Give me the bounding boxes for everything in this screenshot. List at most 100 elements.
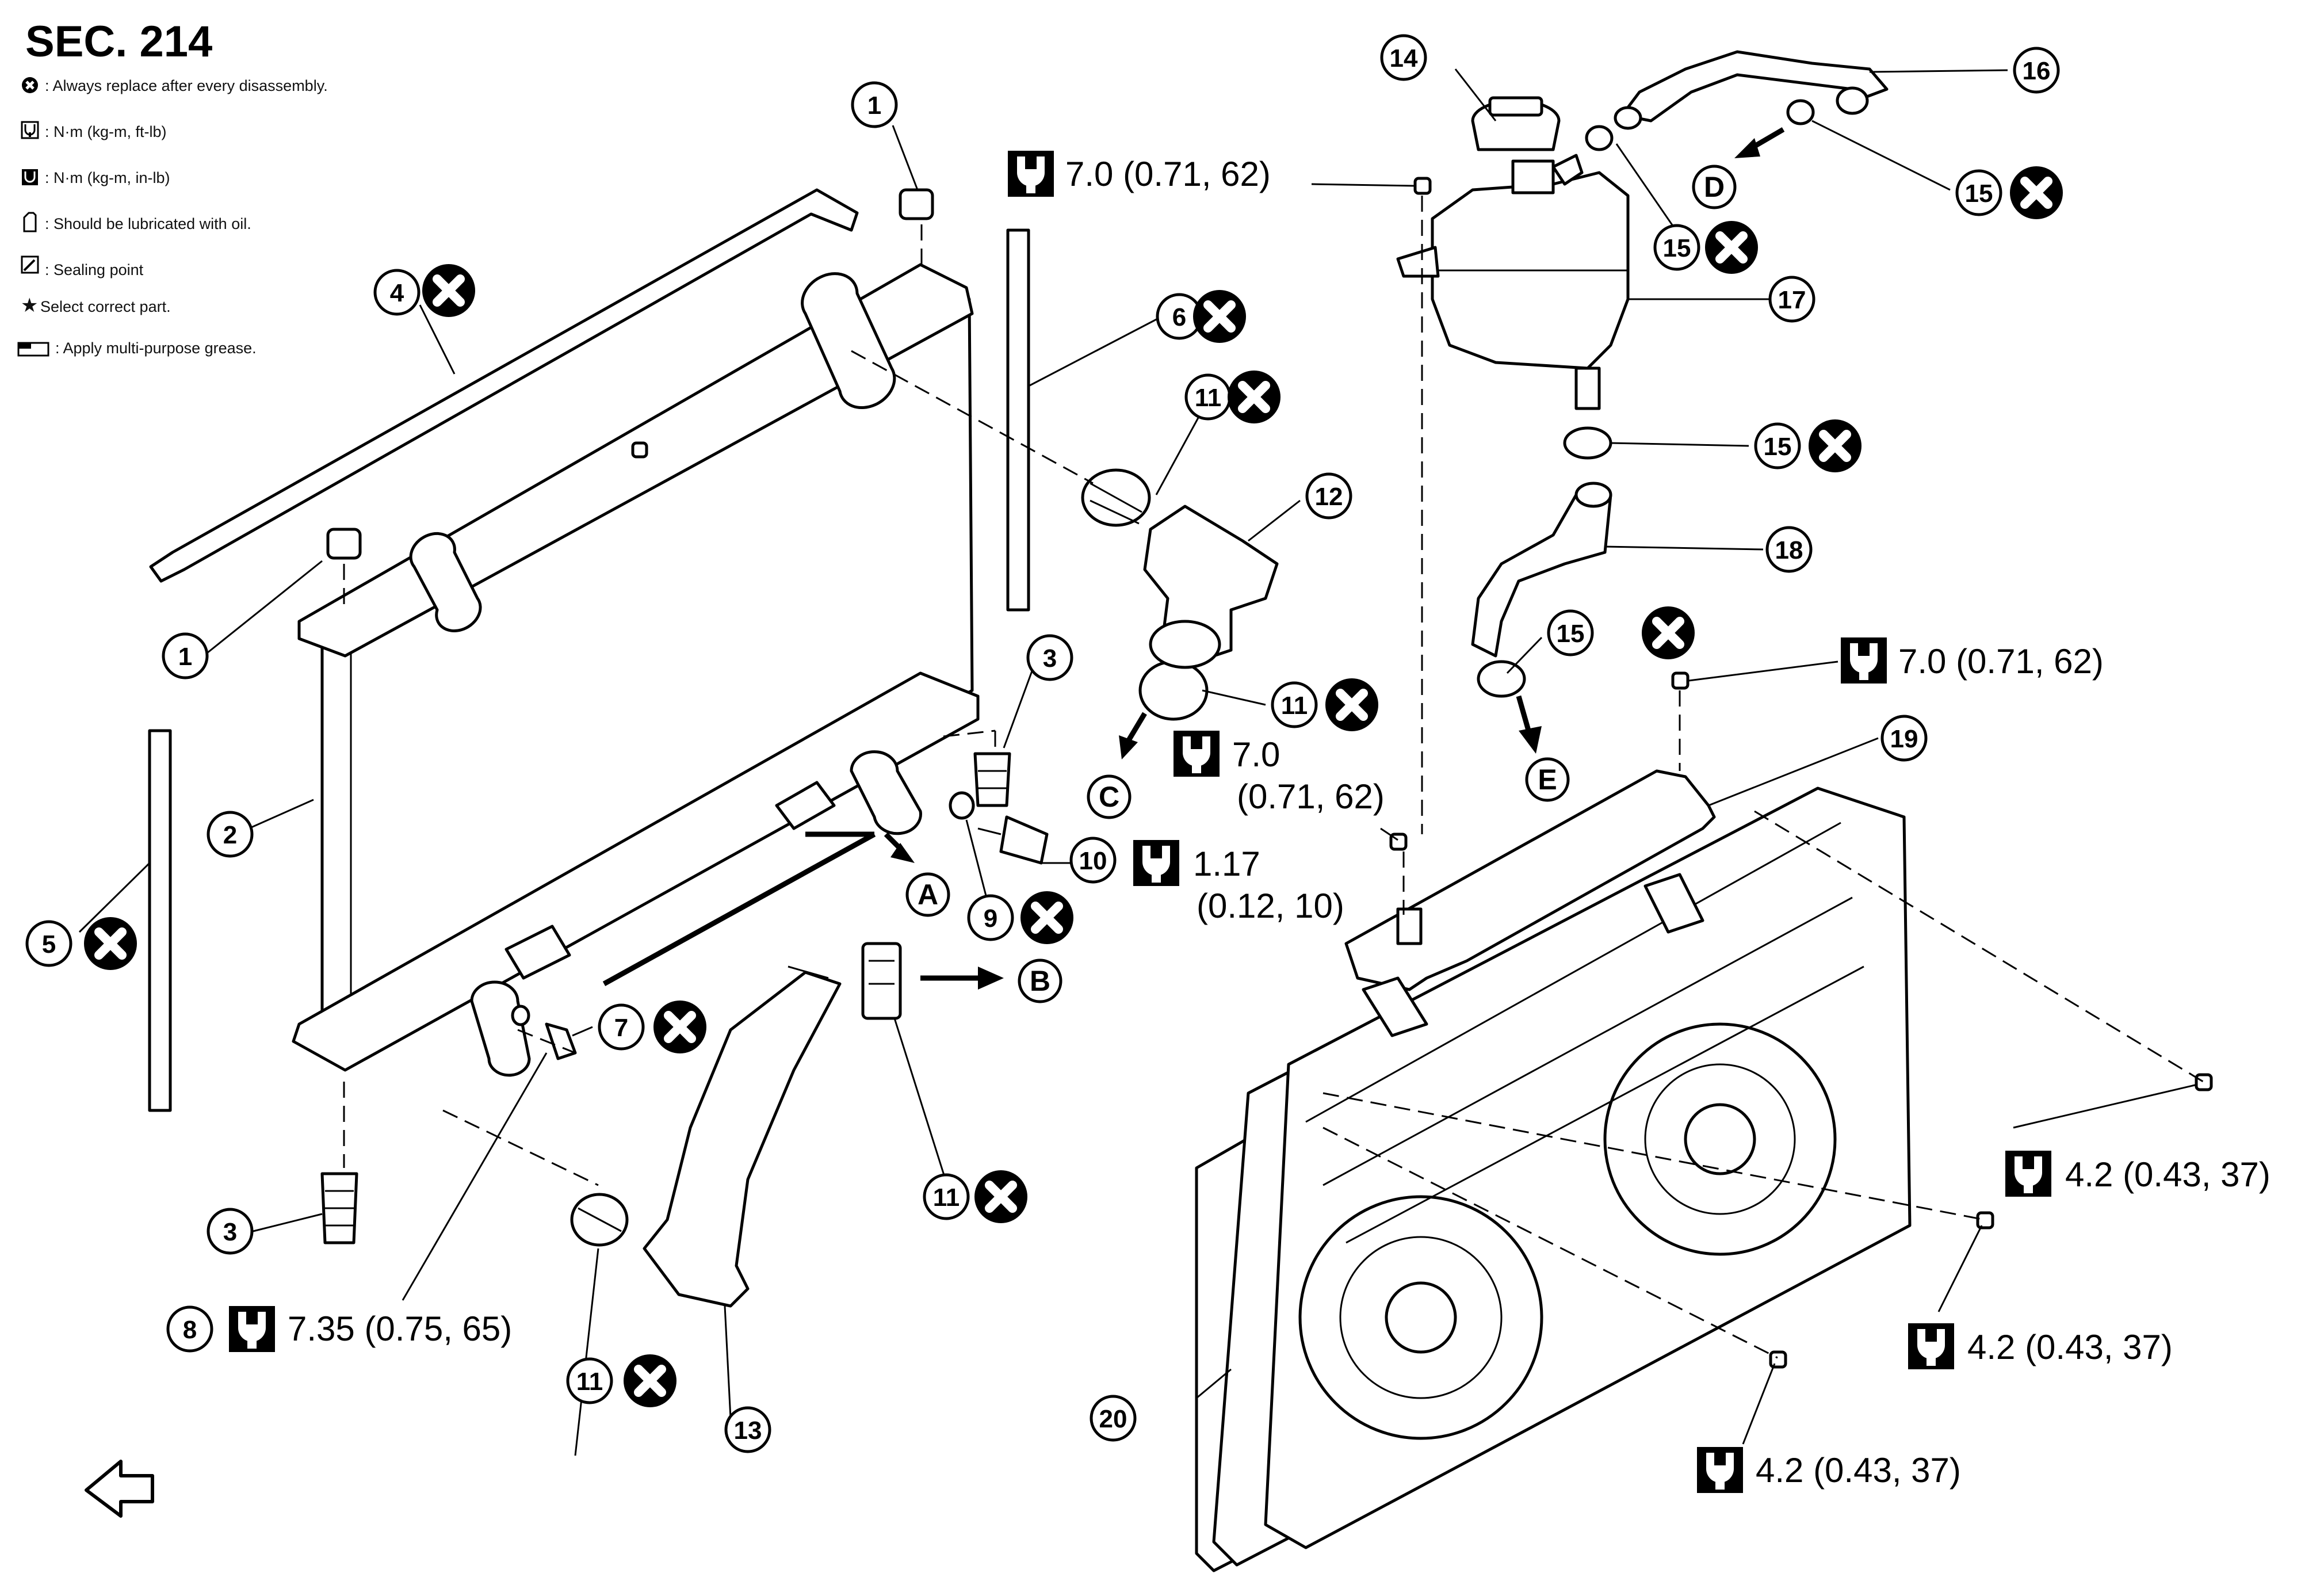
legend-item: : N·m (kg-m, in-lb) bbox=[22, 169, 170, 186]
reservoir-hose bbox=[1620, 50, 1889, 123]
o-ring bbox=[949, 791, 975, 820]
x-circle-icon bbox=[653, 1001, 706, 1053]
svg-text:: Sealing point: : Sealing point bbox=[45, 261, 144, 278]
svg-text:11: 11 bbox=[576, 1368, 603, 1396]
x-circle-icon bbox=[1193, 290, 1246, 343]
legend-item: : Should be lubricated with oil. bbox=[23, 212, 251, 232]
svg-text:B: B bbox=[1030, 965, 1050, 997]
x-circle-icon bbox=[1228, 371, 1281, 423]
callout-3: 3 bbox=[1026, 634, 1073, 681]
svg-text:: N·m (kg-m, in-lb): : N·m (kg-m, in-lb) bbox=[45, 169, 170, 186]
torque-wrench-icon bbox=[1841, 637, 1887, 684]
callout-18: 18 bbox=[1765, 526, 1813, 573]
callout-11: 11 bbox=[1184, 373, 1232, 421]
legend-item: : Apply multi-purpose grease. bbox=[17, 339, 257, 357]
svg-text:1: 1 bbox=[867, 91, 881, 120]
radiator-drain-cap bbox=[326, 188, 934, 560]
legend-item: : N·m (kg-m, ft-lb) bbox=[21, 121, 166, 140]
connector-letter-b: B bbox=[1018, 959, 1062, 1003]
svg-text:11: 11 bbox=[933, 1183, 960, 1212]
callout-4: 4 bbox=[373, 269, 421, 316]
legend: : Always replace after every disassembly… bbox=[17, 77, 328, 357]
svg-text:17: 17 bbox=[1778, 286, 1806, 314]
svg-text:15: 15 bbox=[1557, 620, 1585, 648]
svg-text:18: 18 bbox=[1775, 536, 1803, 564]
svg-text:7.0 (0.71, 62): 7.0 (0.71, 62) bbox=[1898, 642, 2104, 681]
torque-spec: 7.0 (0.71, 62) bbox=[1841, 637, 2104, 684]
star-icon: ★ bbox=[21, 295, 38, 316]
svg-text:C: C bbox=[1099, 781, 1119, 813]
callout-5: 5 bbox=[25, 920, 72, 967]
legend-item: : Sealing point bbox=[21, 255, 144, 278]
svg-text:15: 15 bbox=[1764, 433, 1792, 461]
torque-spec: 4.2 (0.43, 37) bbox=[2005, 1151, 2271, 1197]
svg-text:: Should be lubricated with oi: : Should be lubricated with oil. bbox=[45, 215, 251, 232]
svg-text:A: A bbox=[918, 879, 938, 911]
x-circle-icon bbox=[84, 917, 137, 970]
svg-text:20: 20 bbox=[1099, 1405, 1127, 1433]
oil-can-icon bbox=[23, 212, 37, 232]
torque-spec: 7.0 (0.71, 62) bbox=[1174, 731, 1385, 816]
torque-wrench-icon bbox=[21, 121, 39, 139]
connector-letter-d: D bbox=[1692, 165, 1737, 209]
svg-text:15: 15 bbox=[1965, 180, 1993, 208]
svg-text:7.35 (0.75, 65): 7.35 (0.75, 65) bbox=[288, 1309, 512, 1348]
svg-text:10: 10 bbox=[1079, 847, 1107, 875]
x-circle-icon bbox=[422, 264, 475, 317]
connection-line-a bbox=[602, 832, 876, 986]
torque-wrench-icon bbox=[2005, 1151, 2051, 1197]
torque-spec: 4.2 (0.43, 37) bbox=[1908, 1323, 2173, 1369]
svg-text:12: 12 bbox=[1315, 483, 1343, 511]
radiator bbox=[292, 263, 980, 1077]
svg-text:11: 11 bbox=[1281, 692, 1308, 720]
drain-plug bbox=[545, 1022, 577, 1060]
x-circle-icon bbox=[2010, 166, 2063, 219]
radiator-side-seal-right bbox=[1006, 228, 1030, 612]
svg-text:14: 14 bbox=[1390, 44, 1418, 72]
svg-text:(0.71, 62): (0.71, 62) bbox=[1237, 777, 1385, 816]
callout-11: 11 bbox=[566, 1357, 613, 1404]
svg-text:2: 2 bbox=[223, 821, 237, 849]
x-circle-icon bbox=[624, 1354, 676, 1407]
front-arrow-icon bbox=[85, 1460, 154, 1518]
svg-text:Select correct part.: Select correct part. bbox=[40, 298, 171, 315]
svg-text:8: 8 bbox=[183, 1316, 197, 1344]
svg-text:11: 11 bbox=[1195, 384, 1222, 412]
torque-spec: 7.35 (0.75, 65) bbox=[229, 1306, 512, 1352]
svg-text:9: 9 bbox=[984, 904, 997, 933]
hose-clamp bbox=[570, 468, 1209, 1247]
reservoir-tank bbox=[1396, 154, 1630, 410]
callout-9: 9 bbox=[967, 894, 1014, 941]
callout-8: 8 bbox=[166, 1305, 213, 1353]
callout-2: 2 bbox=[207, 811, 254, 858]
callout-17: 17 bbox=[1768, 276, 1815, 323]
x-circle-icon bbox=[1642, 606, 1695, 659]
svg-text:6: 6 bbox=[1172, 303, 1186, 331]
svg-text:4.2 (0.43, 37): 4.2 (0.43, 37) bbox=[2065, 1155, 2271, 1194]
callout-15: 15 bbox=[1955, 169, 2002, 216]
callout-19: 19 bbox=[1880, 715, 1928, 762]
torque-wrench-icon bbox=[1174, 731, 1220, 777]
svg-text:4.2 (0.43, 37): 4.2 (0.43, 37) bbox=[1967, 1328, 2173, 1366]
svg-text:1: 1 bbox=[178, 643, 192, 671]
svg-text:D: D bbox=[1704, 171, 1725, 203]
svg-text:4.2 (0.43, 37): 4.2 (0.43, 37) bbox=[1756, 1451, 1961, 1490]
bolt bbox=[1389, 177, 2213, 1369]
svg-text:15: 15 bbox=[1663, 234, 1691, 262]
svg-text:19: 19 bbox=[1890, 725, 1918, 753]
legend-item: ★ Select correct part. bbox=[21, 295, 171, 316]
o-ring bbox=[511, 1005, 530, 1026]
callout-11: 11 bbox=[923, 1173, 970, 1220]
svg-text:7: 7 bbox=[614, 1014, 628, 1042]
svg-text:: N·m (kg-m, ft-lb): : N·m (kg-m, ft-lb) bbox=[45, 123, 166, 140]
callout-10: 10 bbox=[1069, 837, 1117, 884]
legend-item: : Always replace after every disassembly… bbox=[22, 77, 328, 94]
svg-text:3: 3 bbox=[223, 1218, 237, 1246]
callout-14: 14 bbox=[1380, 34, 1427, 81]
callout-1: 1 bbox=[162, 632, 209, 679]
connector-letter-c: C bbox=[1087, 774, 1132, 819]
leader-lines bbox=[78, 68, 2198, 1456]
callout-7: 7 bbox=[598, 1003, 645, 1051]
torque-wrench-icon bbox=[1908, 1323, 1954, 1369]
